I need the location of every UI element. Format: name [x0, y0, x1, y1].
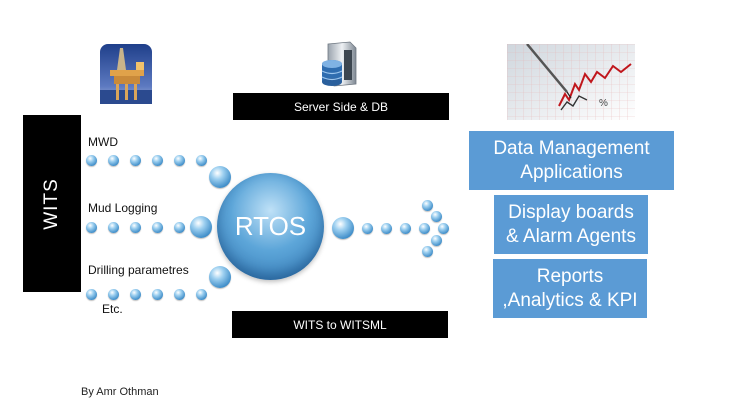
data-dot: [86, 289, 97, 300]
server-side-db-box: Server Side & DB: [233, 93, 449, 120]
data-dot: [152, 289, 163, 300]
data-dot: [381, 223, 392, 234]
server-side-db-label: Server Side & DB: [293, 99, 389, 114]
wits-label: WITS: [41, 177, 62, 230]
data-dot: [152, 155, 163, 166]
source-label-mud-logging: Mud Logging: [88, 201, 158, 215]
data-dot: [438, 223, 449, 234]
data-management-line1: Data Management: [493, 137, 650, 159]
display-boards-line1: Display boards: [508, 201, 634, 223]
data-dot: [419, 223, 430, 234]
data-management-line2: Applications: [520, 161, 623, 183]
data-dot: [86, 155, 97, 166]
data-dot: [431, 211, 442, 222]
wits-bar: WITS: [23, 115, 81, 292]
data-management-box: Data Management Applications: [469, 131, 674, 190]
reports-box: Reports ,Analytics & KPI: [493, 259, 647, 318]
source-label-mwd: MWD: [88, 135, 118, 149]
author-credit: By Amr Othman: [81, 386, 159, 398]
data-dot: [174, 155, 185, 166]
data-dot: [174, 289, 185, 300]
reports-line1: Reports: [536, 265, 604, 287]
data-dot: [86, 222, 97, 233]
source-label-drilling-parameters: Drilling parametres: [88, 263, 189, 277]
data-dot: [400, 223, 411, 234]
rtos-label: RTOS: [234, 211, 307, 241]
data-dot: [108, 155, 119, 166]
data-sphere: [209, 266, 231, 288]
data-dot: [130, 155, 141, 166]
data-sphere: [209, 166, 231, 188]
data-sphere: [190, 216, 212, 238]
data-dot: [422, 246, 433, 257]
data-dot: [431, 235, 442, 246]
svg-text:%: %: [599, 98, 608, 109]
display-boards-box: Display boards & Alarm Agents: [494, 195, 648, 254]
data-dot: [362, 223, 373, 234]
reports-line2: ,Analytics & KPI: [502, 289, 638, 311]
data-dot: [108, 289, 119, 300]
data-sphere: [332, 217, 354, 239]
rtos-hub: RTOS: [217, 173, 324, 280]
data-dot: [108, 222, 119, 233]
oil-rig-icon: [100, 44, 152, 104]
display-boards-line2: & Alarm Agents: [506, 225, 636, 247]
data-dot: [152, 222, 163, 233]
wits-to-witsml-box: WITS to WITSML: [232, 311, 448, 338]
server-database-icon: [321, 41, 357, 87]
data-dot: [196, 289, 207, 300]
stock-chart-icon: %: [507, 44, 635, 120]
data-dot: [130, 222, 141, 233]
etc-label: Etc.: [102, 302, 123, 316]
data-dot: [196, 155, 207, 166]
data-dot: [130, 289, 141, 300]
wits-to-witsml-label: WITS to WITSML: [293, 317, 387, 332]
data-dot: [174, 222, 185, 233]
data-dot: [422, 200, 433, 211]
